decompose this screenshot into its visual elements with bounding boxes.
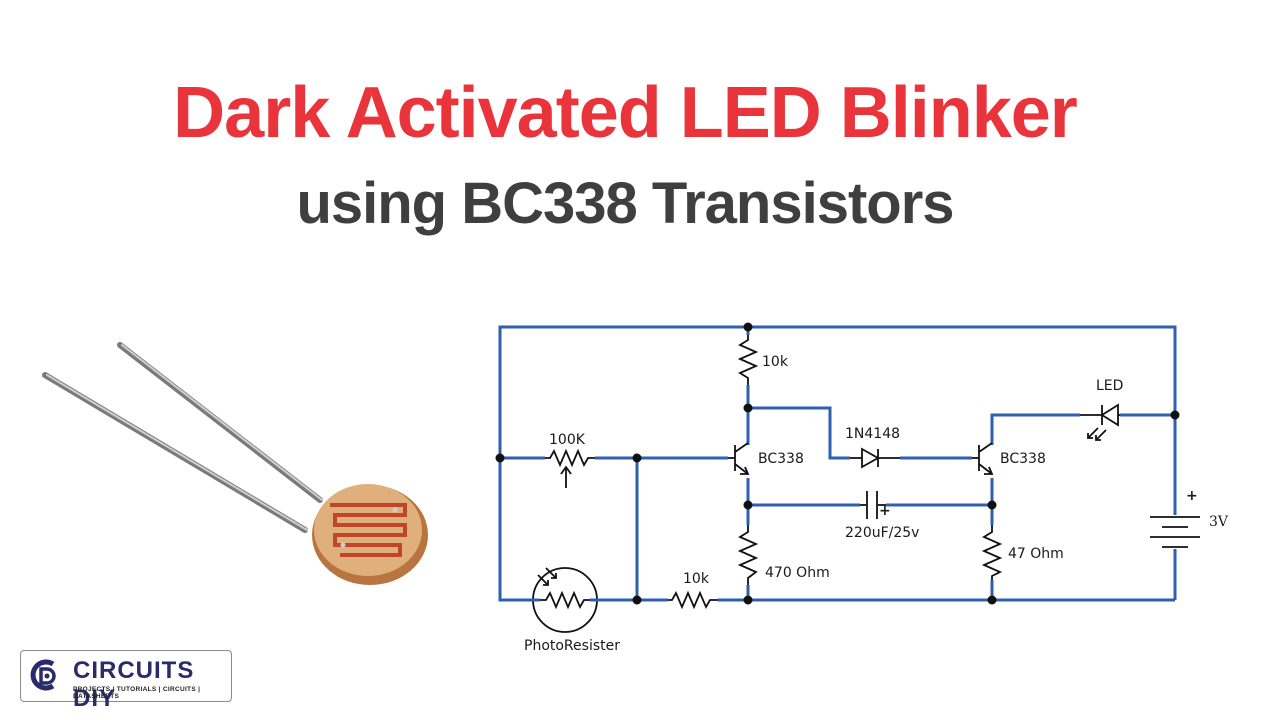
resistor-10k-bottom	[668, 590, 718, 610]
wire-left-rail	[498, 458, 532, 602]
label-r-470: 470 Ohm	[765, 565, 830, 581]
capacitor-220uf	[860, 491, 886, 519]
photoresistor-symbol	[532, 567, 598, 633]
label-q2: BC338	[1000, 451, 1046, 467]
label-pot: 100K	[549, 432, 586, 448]
ldr-lead-1	[117, 342, 323, 503]
label-led: LED	[1096, 378, 1123, 394]
transistor-q1	[728, 442, 750, 475]
label-capacitor: 220uF/25v	[845, 525, 919, 541]
page-title: Dark Activated LED Blinker	[173, 73, 1078, 153]
led-symbol	[1080, 403, 1120, 441]
resistor-470-ohm	[737, 525, 759, 585]
resistor-10k-top	[737, 335, 759, 385]
cap-plus-sign: +	[879, 503, 891, 519]
page-subtitle: using BC338 Transistors	[296, 171, 954, 236]
label-q1: BC338	[758, 451, 804, 467]
light-arrow-2	[545, 567, 557, 579]
wire-top-rail	[498, 325, 1177, 458]
logo-tagline: PROJECTS | TUTORIALS | CIRCUITS | DATASH…	[73, 686, 201, 700]
circuit-wires	[498, 325, 1177, 602]
label-ldr: PhotoResister	[524, 638, 620, 654]
ldr-photo	[42, 342, 428, 585]
label-diode: 1N4148	[845, 426, 900, 442]
led-emission-arrow-1	[1087, 427, 1099, 439]
label-battery: 3V	[1209, 514, 1229, 530]
ldr-serpentine	[330, 503, 407, 557]
light-arrow-1	[537, 574, 549, 586]
wire-q1-collector-to-diode	[748, 406, 850, 460]
label-r-bottom: 10k	[683, 571, 710, 587]
junction-dots	[495, 322, 1180, 605]
label-r-47: 47 Ohm	[1008, 546, 1064, 562]
cd-logo-icon	[30, 659, 56, 691]
potentiometer-100k	[545, 448, 595, 488]
wire-q2-collector-to-led	[990, 413, 1080, 445]
diode-1n4148	[850, 447, 900, 469]
transistor-q2	[972, 442, 994, 475]
battery-3v	[1150, 500, 1200, 575]
resistor-47-ohm	[981, 525, 1003, 580]
ldr-lead-2	[42, 372, 308, 533]
circuits-diy-logo: CIRCUITS DIY PROJECTS | TUTORIALS | CIRC…	[20, 650, 232, 712]
battery-plus-sign: +	[1186, 488, 1198, 504]
label-r-top: 10k	[762, 354, 789, 370]
logo-name: CIRCUITS DIY	[73, 657, 195, 712]
led-emission-arrow-2	[1095, 429, 1107, 441]
